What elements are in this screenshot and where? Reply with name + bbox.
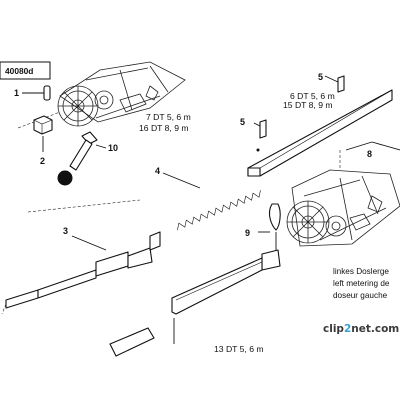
part-9-spring-clip [258,203,281,250]
variant-upper-right-1: 6 DT 5, 6 m [290,91,335,101]
watermark-accent: 2 [344,323,351,335]
callout-5-upper: 5 [318,72,323,82]
square-bar-lower [171,249,281,344]
square-bar-upper [247,75,393,177]
caption-fr: doseur gauche [333,291,388,300]
variant-upper-right-2: 15 DT 8, 9 m [283,100,333,110]
figure-reference: 40080d [0,61,51,80]
watermark-prefix: clip [323,323,344,335]
variant-upper-left-2: 16 DT 8, 9 m [139,123,189,133]
lower-connector [27,199,155,357]
callout-10: 10 [108,143,118,153]
callout-1: 1 [14,88,19,98]
callouts: 1 2 10 4 3 5 5 8 9 [14,72,372,238]
metering-caption: linkes Doslerge left metering de doseur … [333,267,390,300]
callout-3: 3 [63,226,68,236]
callout-5-lower: 5 [240,117,245,127]
variant-bottom: 13 DT 5, 6 m [214,344,264,354]
part-2-bushing [33,115,53,152]
callout-2: 2 [40,156,45,166]
variant-labels: 7 DT 5, 6 m 16 DT 8, 9 m 6 DT 5, 6 m 15 … [139,91,335,354]
figure-reference-label: 40080d [5,66,33,76]
watermark-suffix: net.com [351,323,399,335]
part-1-pin [22,85,51,101]
callout-8: 8 [367,149,372,159]
upper-left-mechanism [17,61,186,129]
variant-upper-left-1: 7 DT 5, 6 m [146,112,191,122]
caption-de: linkes Doslerge [333,267,389,276]
callout-9: 9 [245,228,250,238]
part-4-spring [162,172,261,231]
watermark: clip2net.com [323,323,399,335]
part-10-crank-handle [57,131,107,186]
part-3-shaft [1,231,161,315]
callout-4: 4 [155,166,160,176]
caption-en: left metering de [333,279,390,288]
right-mechanism [286,141,400,247]
watermark-text: clip2net.com [323,323,399,335]
